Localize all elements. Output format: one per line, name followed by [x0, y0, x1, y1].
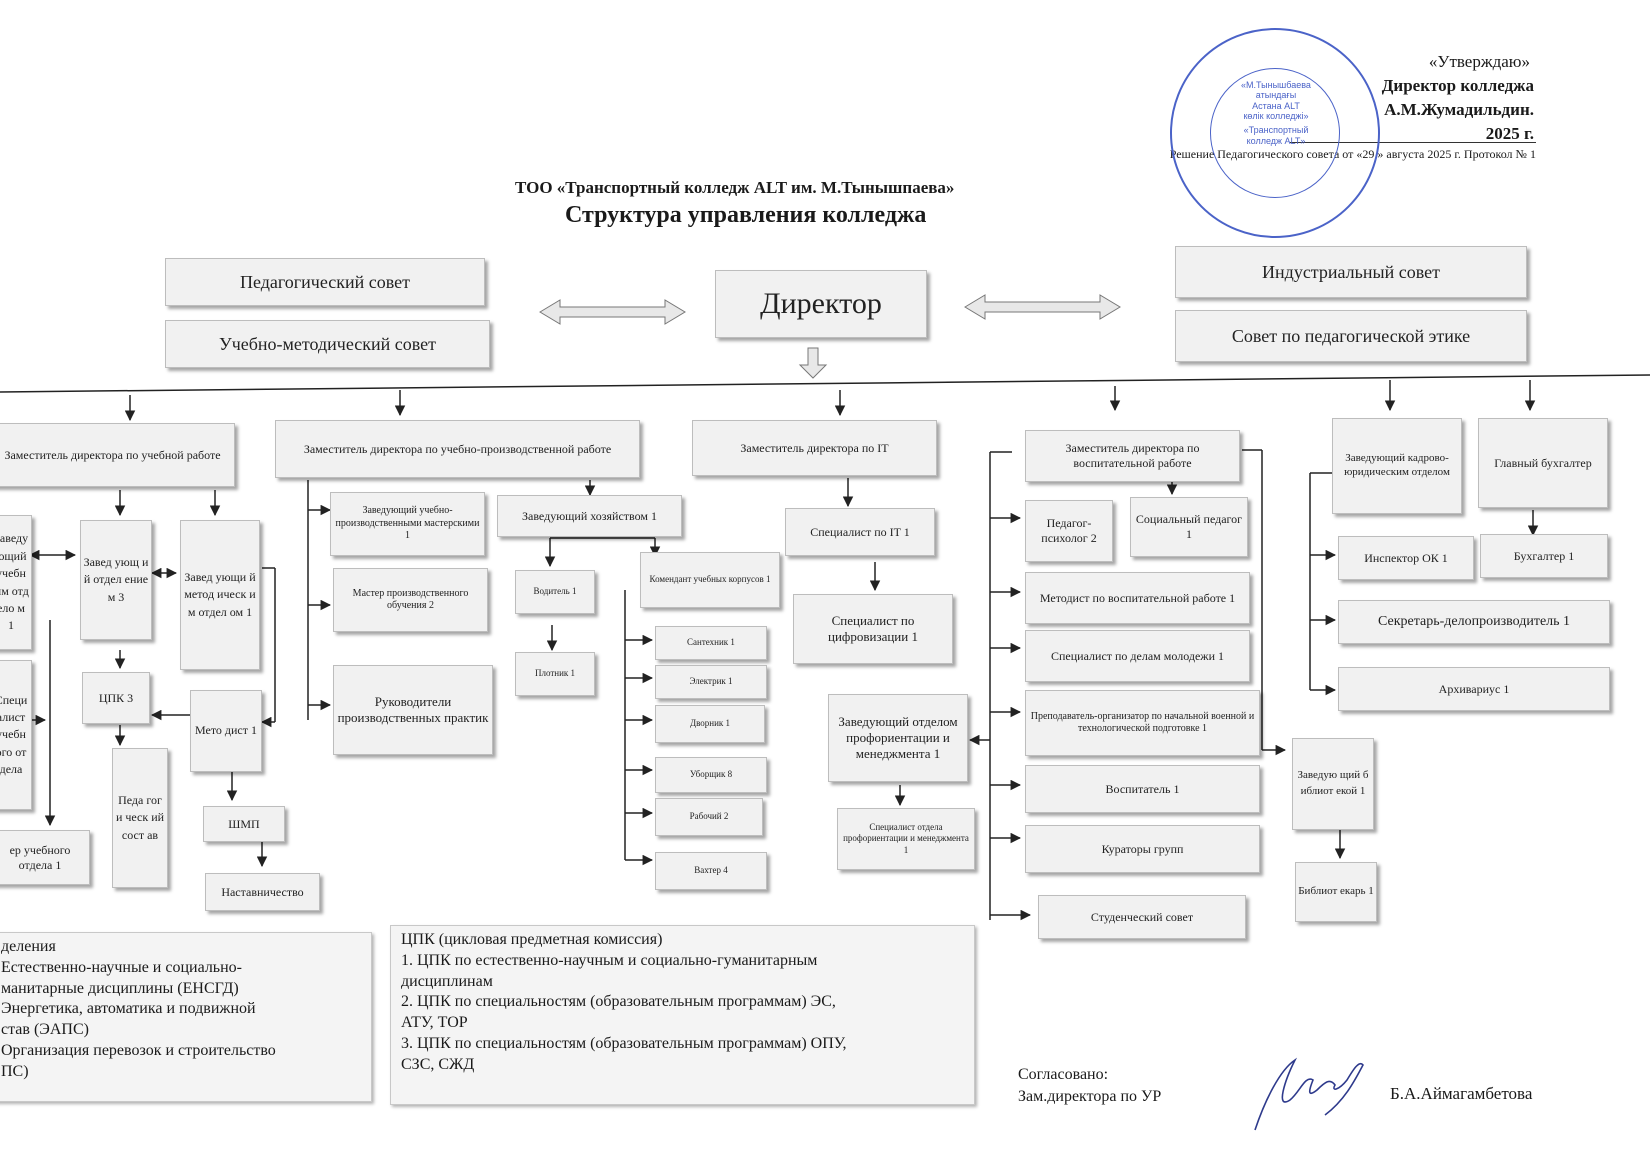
student-council-box: Студенческий совет — [1038, 895, 1246, 939]
career-head-box: Заведующий отделом профориентации и мене… — [828, 694, 968, 782]
page-title: Структура управления колледжа — [565, 202, 927, 228]
deputy-academic-box: Заместитель директора по учебной работе — [0, 423, 235, 487]
stamp-text: «М.Тынышбаева атындағы Астана ALT көлік … — [1224, 80, 1328, 146]
supply-head-box: Заведующий хозяйством 1 — [497, 495, 682, 537]
academic-specialist-box: Специ алист учебн ого отдела — [0, 660, 32, 810]
educator-box: Воспитатель 1 — [1025, 765, 1260, 813]
youth-specialist-box: Специалист по делам молодежи 1 — [1025, 630, 1250, 682]
teaching-staff-box: Педа гоги ческ ий сост ав — [112, 748, 168, 888]
section-head-box: Завед ующ ий отдел ение м 3 — [80, 520, 152, 640]
agreed-deputy: Зам.директора по УР — [1018, 1088, 1162, 1105]
academic-dept-head-box: Заведу ющий учебн ым отдело м 1 — [0, 515, 32, 650]
director-name: А.М.Жумадильдин. — [1384, 100, 1534, 119]
social-teacher-box: Социальный педагог 1 — [1130, 497, 1248, 557]
mentoring-box: Наставничество — [205, 873, 320, 911]
psychologist-box: Педагог-психолог 2 — [1025, 500, 1113, 562]
approve-underline — [1290, 142, 1536, 143]
deputy-production-box: Заместитель директора по учебно-производ… — [275, 420, 640, 478]
deputy-it-box: Заместитель директора по IT — [692, 420, 937, 476]
driver-box: Водитель 1 — [515, 570, 595, 614]
stamp-line-3: Астана ALT — [1252, 100, 1300, 111]
method-council-box: Учебно-методический совет — [165, 320, 490, 368]
ethics-council-box: Совет по педагогической этике — [1175, 310, 1527, 362]
accountant-box: Бухгалтер 1 — [1480, 534, 1608, 578]
college-stamp: «М.Тынышбаева атындағы Астана ALT көлік … — [1170, 28, 1380, 238]
industrial-council-box: Индустриальный совет — [1175, 246, 1527, 298]
career-specialist-box: Специалист отдела профориентации и менед… — [837, 808, 975, 870]
production-master-box: Мастер производственного обучения 2 — [333, 568, 488, 632]
cpk-note: ЦПК (цикловая предметная комиссия) 1. ЦП… — [390, 925, 975, 1105]
librarian-box: Библиот екарь 1 — [1295, 862, 1377, 922]
stamp-line-2: атындағы — [1255, 90, 1297, 101]
it-specialist-box: Специалист по IT 1 — [785, 508, 935, 556]
chief-accountant-box: Главный бухгалтер — [1478, 418, 1608, 508]
shmp-box: ШМП — [203, 806, 285, 842]
digital-specialist-box: Специалист по цифровизации 1 — [793, 594, 953, 664]
approve-label: «Утверждаю» — [1428, 52, 1530, 71]
janitor-box: Дворник 1 — [655, 705, 765, 743]
agreed-name: Б.А.Аймагамбетова — [1390, 1084, 1533, 1103]
plumber-box: Сантехник 1 — [655, 626, 767, 660]
stamp-inner-ring — [1210, 68, 1340, 198]
military-teacher-box: Преподаватель-организатор по начальной в… — [1025, 690, 1260, 756]
curators-box: Кураторы групп — [1025, 825, 1260, 873]
cleaner-box: Уборщик 8 — [655, 757, 767, 793]
signature — [1254, 1057, 1364, 1131]
library-head-box: Заведую щий библиот екой 1 — [1292, 738, 1374, 830]
practice-heads-box: Руководители производственных практик — [333, 665, 493, 755]
cpk-box: ЦПК 3 — [82, 672, 150, 724]
director-title: Директор колледжа — [1381, 76, 1534, 95]
workshop-head-box: Заведующий учебно-производственными маст… — [330, 492, 485, 556]
stamp-line-5: «Транспортный — [1243, 125, 1309, 136]
stamp-line-1: «М.Тынышбаева — [1241, 80, 1311, 90]
carpenter-box: Плотник 1 — [515, 652, 595, 696]
hr-head-box: Заведующий кадрово-юридическим отделом — [1332, 418, 1462, 514]
watchman-box: Вахтер 4 — [655, 852, 767, 890]
stamp-line-6: колледж ALT» — [1246, 135, 1306, 146]
director-box: Директор — [715, 270, 927, 338]
archivist-box: Архивариус 1 — [1338, 667, 1610, 711]
method-dept-head-box: Завед ующи й метод ическ им отдел ом 1 — [180, 520, 260, 670]
org-name: ТОО «Транспортный колледж ALT им. М.Тыны… — [515, 178, 955, 197]
approve-year: 2025 г. — [1485, 124, 1534, 143]
departments-note: деления Естественно-научные и социально-… — [0, 932, 372, 1102]
education-methodist-box: Методист по воспитательной работе 1 — [1025, 572, 1250, 624]
agreed-label: Согласовано: — [1018, 1066, 1109, 1083]
commandant-box: Комендант учебных корпусов 1 — [640, 552, 780, 608]
academic-dispatcher-box: ер учебного отдела 1 — [0, 830, 90, 885]
hr-inspector-box: Инспектор ОК 1 — [1338, 536, 1474, 580]
deputy-education-box: Заместитель директора по воспитательной … — [1025, 430, 1240, 482]
methodist-box: Мето дист 1 — [190, 690, 262, 772]
ped-council-box: Педагогический совет — [165, 258, 485, 306]
secretary-box: Секретарь-делопроизводитель 1 — [1338, 600, 1610, 644]
stamp-line-4: көлік колледжі» — [1243, 111, 1309, 122]
worker-box: Рабочий 2 — [655, 798, 763, 836]
electrician-box: Электрик 1 — [655, 665, 767, 699]
